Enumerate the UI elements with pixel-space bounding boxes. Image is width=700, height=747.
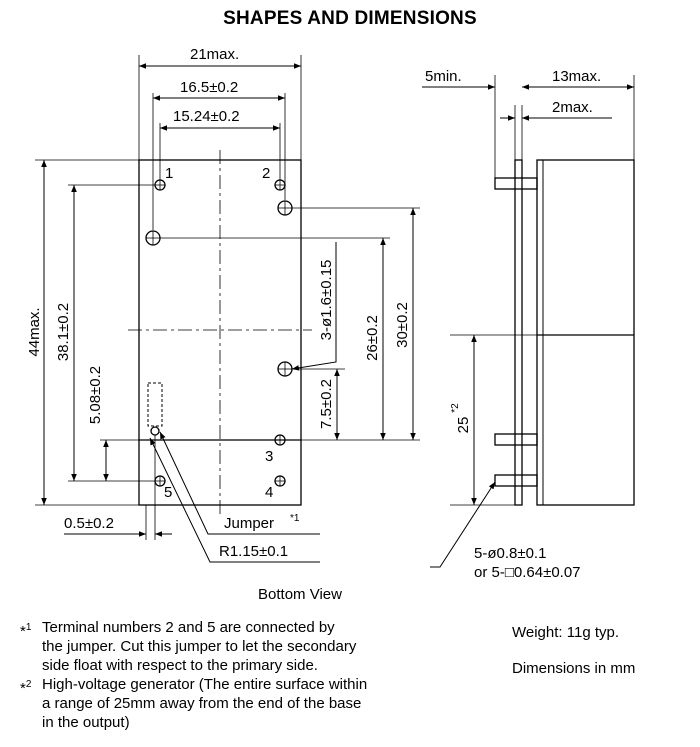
- side-pin-bottom: [494, 474, 538, 487]
- terminal-number-3: 3: [265, 448, 273, 465]
- footnote-2-mark: *2: [20, 679, 32, 697]
- label-radius: R1.15±0.1: [219, 543, 288, 560]
- label-hv-25: 25: [455, 417, 472, 434]
- label-5min: 5min.: [425, 68, 462, 85]
- leader-pin-dia: [430, 481, 496, 568]
- label-2max: 2max.: [552, 99, 593, 116]
- label-13max: 13max.: [552, 68, 601, 85]
- label-pin-dia-1: 5-ø0.8±0.1: [474, 545, 546, 562]
- leader-radius: [149, 437, 320, 563]
- units-text: Dimensions in mm: [512, 660, 636, 677]
- footnote-line: High-voltage generator (The entire surfa…: [42, 676, 368, 693]
- label-hole-dia: 3-ø1.6±0.15: [318, 260, 335, 341]
- terminal-numbers: 1 2 3 4 5: [164, 165, 273, 501]
- view-label: Bottom View: [258, 586, 342, 603]
- jumper-pin: [150, 426, 160, 436]
- label-30: 30±0.2: [394, 302, 411, 348]
- jumper-dashed-box: [147, 382, 163, 427]
- label-0-5: 0.5±0.2: [64, 515, 114, 532]
- footnote-line: in the output): [42, 714, 130, 731]
- drawing-title: SHAPES AND DIMENSIONS: [223, 8, 477, 29]
- label-21max: 21max.: [190, 46, 239, 63]
- side-base-plate: [514, 159, 523, 506]
- side-pin-top: [494, 177, 538, 190]
- label-26: 26±0.2: [364, 315, 381, 361]
- footnote-2: *2 High-voltage generator (The entire su…: [14, 675, 484, 732]
- label-44max: 44max.: [26, 307, 43, 356]
- label-16-5: 16.5±0.2: [180, 79, 238, 96]
- weight-text: Weight: 11g typ.: [512, 624, 620, 641]
- label-15-24: 15.24±0.2: [173, 108, 240, 125]
- footnote-1-mark: *1: [20, 622, 32, 640]
- label-hv-mark: *2: [450, 403, 461, 413]
- footnote-line: side float with respect to the primary s…: [42, 657, 318, 674]
- bottom-view: [128, 150, 312, 515]
- label-7-5: 7.5±0.2: [318, 379, 335, 429]
- terminal-number-1: 1: [165, 165, 173, 182]
- side-body: [536, 159, 635, 506]
- footnotes: *1 Terminal numbers 2 and 5 are connecte…: [14, 618, 484, 732]
- side-pin-middle: [494, 433, 538, 446]
- side-dimension-lines: [422, 84, 634, 568]
- label-pin-dia-2: or 5-□0.64±0.07: [474, 564, 581, 581]
- footnote-line: the jumper. Cut this jumper to let the s…: [42, 638, 357, 655]
- terminal-number-4: 4: [265, 484, 273, 501]
- side-extension-lines: [450, 75, 635, 506]
- leader-jumper: [159, 431, 320, 535]
- dimension-lines: [41, 63, 416, 563]
- label-5-08: 5.08±0.2: [87, 366, 104, 424]
- label-jumper-mark: *1: [290, 513, 300, 524]
- footnote-line: Terminal numbers 2 and 5 are connected b…: [42, 619, 335, 636]
- footnote-1: *1 Terminal numbers 2 and 5 are connecte…: [14, 618, 484, 675]
- label-38-1: 38.1±0.2: [55, 303, 72, 361]
- label-jumper: Jumper: [224, 515, 274, 532]
- terminal-number-5: 5: [164, 484, 172, 501]
- side-view: [494, 159, 635, 506]
- leader-hole-dia: [291, 242, 337, 371]
- terminal-number-2: 2: [262, 165, 270, 182]
- footnote-line: a range of 25mm away from the end of the…: [42, 695, 362, 712]
- dimension-labels: 21max. 16.5±0.2 15.24±0.2 44max. 38.1±0.…: [26, 46, 601, 581]
